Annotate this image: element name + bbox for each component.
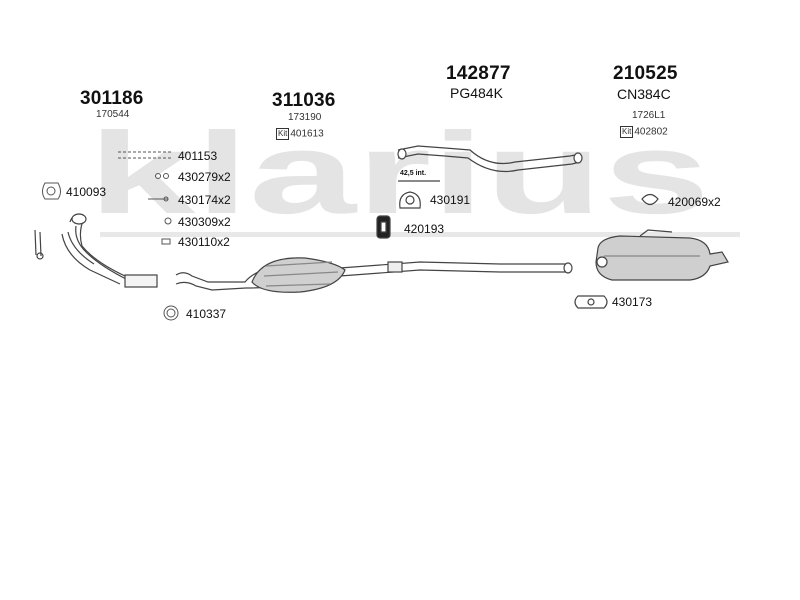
part-label: 430110x2 bbox=[178, 235, 230, 249]
kit-number: 402802 bbox=[634, 126, 668, 138]
rear-silencer-number: 210525 bbox=[613, 63, 678, 84]
part-label: 430174x2 bbox=[178, 193, 231, 207]
rear-silencer-drawing bbox=[595, 229, 729, 281]
part-label: 401153 bbox=[178, 149, 218, 163]
kit-box: Kit bbox=[276, 128, 290, 140]
part-label: 420193 bbox=[404, 222, 445, 236]
part-label: 430279x2 bbox=[178, 170, 231, 184]
part-label: 410337 bbox=[186, 307, 227, 321]
rear-silencer-sub: 1726L1 bbox=[632, 110, 666, 121]
watermark-logo: klarius bbox=[88, 108, 710, 238]
hanger-sketches bbox=[376, 191, 659, 309]
fastener-sketches bbox=[42, 151, 179, 321]
part-label: 430191 bbox=[430, 193, 471, 207]
rear-silencer-code: CN384C bbox=[617, 86, 671, 102]
intermediate-pipe-drawing bbox=[175, 257, 573, 293]
front-pipe-sub: 170544 bbox=[96, 109, 130, 120]
catalyst-pipe-number: 311036 bbox=[272, 90, 336, 111]
centre-pipe-number: 142877 bbox=[446, 63, 511, 84]
part-label: 410093 bbox=[66, 185, 107, 199]
centre-pipe-code: PG484K bbox=[450, 85, 503, 101]
part-label: 420069x2 bbox=[668, 195, 721, 209]
kit-box: Kit bbox=[620, 126, 634, 138]
front-pipe-drawing bbox=[34, 213, 158, 288]
part-label: 430173 bbox=[612, 295, 653, 309]
catalyst-pipe-sub: 173190 bbox=[288, 112, 322, 123]
watermark-underline bbox=[100, 232, 740, 237]
pipe-length-note: 42,5 int. bbox=[400, 170, 427, 177]
front-pipe-number: 301186 bbox=[80, 88, 144, 109]
part-label: 430309x2 bbox=[178, 215, 231, 229]
kit-number: 401613 bbox=[290, 128, 324, 140]
centre-pipe-drawing bbox=[397, 145, 583, 182]
